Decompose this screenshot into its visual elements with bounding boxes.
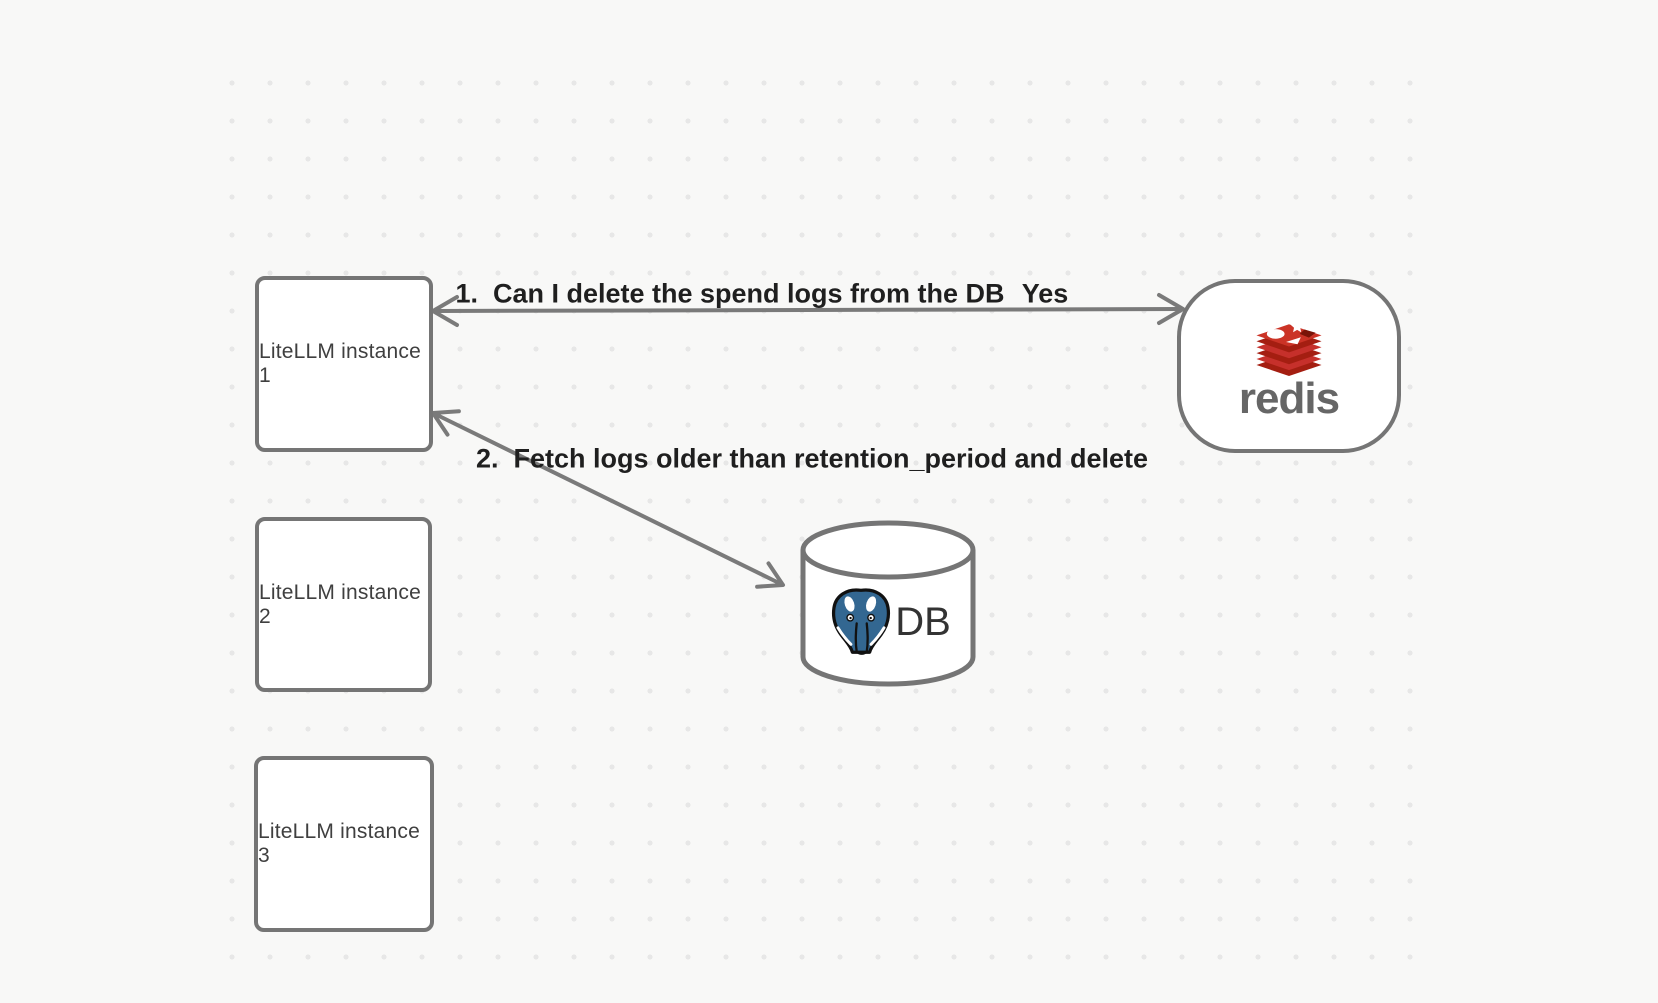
redis-wordmark: redis <box>1238 374 1340 423</box>
node-litellm-instance-3: LiteLLM instance 3 <box>254 756 434 932</box>
node-litellm-instance-1: LiteLLM instance 1 <box>255 276 433 452</box>
node-litellm-instance-2: LiteLLM instance 2 <box>255 517 432 692</box>
edge-1-label: 1. Can I delete the spend logs from the … <box>455 278 1005 309</box>
arrow-litellm-db <box>431 409 785 589</box>
node-litellm-instance-2-label: LiteLLM instance 2 <box>259 580 421 628</box>
postgresql-elephant-icon <box>832 588 891 655</box>
redis-logo-icon <box>1256 319 1322 377</box>
db-cylinder-icon <box>800 520 976 687</box>
node-db: DB <box>799 519 977 688</box>
edge-2-label: 2. Fetch logs older than retention_perio… <box>475 443 1149 474</box>
edge-1-response-label: Yes <box>1021 278 1069 309</box>
node-redis: redis <box>1177 279 1401 453</box>
node-litellm-instance-1-label: LiteLLM instance 1 <box>259 340 421 387</box>
db-label: DB <box>895 600 951 644</box>
node-litellm-instance-3-label: LiteLLM instance 3 <box>258 820 420 867</box>
